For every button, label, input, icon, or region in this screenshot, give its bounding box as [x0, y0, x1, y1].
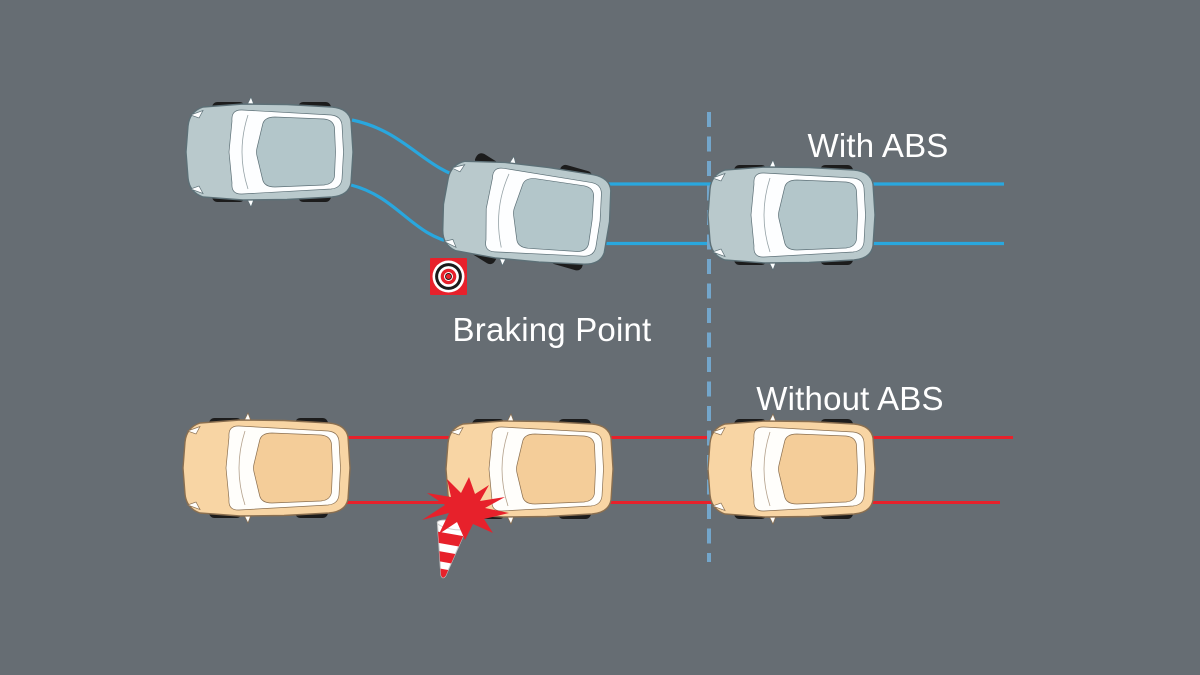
car-with-abs-after — [708, 160, 875, 270]
car-without-abs-approaching — [183, 413, 350, 523]
crash-starburst-icon — [422, 477, 509, 540]
car-with-abs-approaching — [186, 97, 353, 207]
braking-point-marker-icon — [430, 258, 467, 295]
braking-point-label: Braking Point — [452, 311, 652, 348]
without-abs-label: Without ABS — [756, 380, 944, 417]
car-without-abs-after — [708, 414, 875, 524]
with-abs-label: With ABS — [807, 127, 949, 164]
